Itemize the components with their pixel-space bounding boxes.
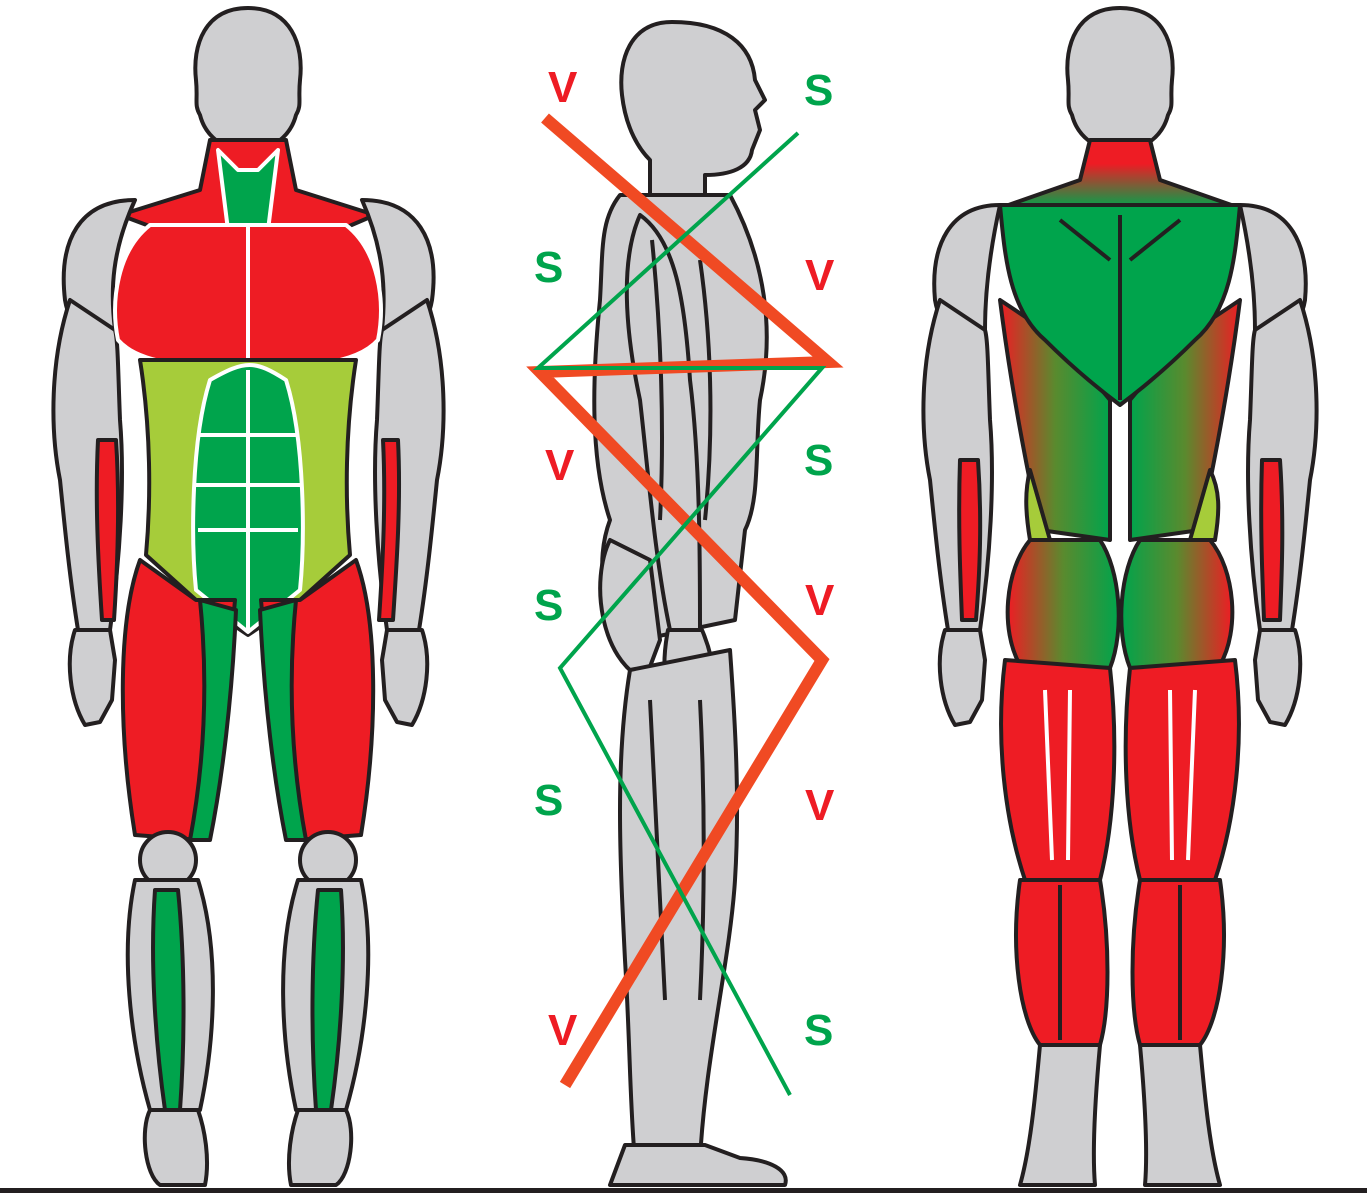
back-right-ankle xyxy=(1140,1045,1220,1185)
side-view-figure xyxy=(594,22,785,1185)
v-label: V xyxy=(805,781,835,830)
back-view-figure xyxy=(923,8,1316,1185)
back-left-forearm-red xyxy=(959,460,980,620)
front-right-hand xyxy=(382,630,427,725)
s-label: S xyxy=(804,66,833,115)
s-label: S xyxy=(804,436,833,485)
v-label: V xyxy=(545,441,575,490)
v-label: V xyxy=(548,1006,578,1055)
s-label: S xyxy=(804,1006,833,1055)
back-right-forearm-red xyxy=(1261,460,1282,620)
back-neck-traps xyxy=(1000,140,1240,208)
back-right-hand xyxy=(1255,630,1300,725)
s-label: S xyxy=(534,776,563,825)
side-head xyxy=(621,22,765,195)
front-right-pectoral xyxy=(248,225,381,366)
front-right-forearm-red xyxy=(379,440,399,620)
v-label: V xyxy=(805,251,835,300)
back-left-arm xyxy=(923,300,992,630)
back-right-glute xyxy=(1121,540,1232,668)
v-label: V xyxy=(805,576,835,625)
front-head xyxy=(195,8,300,152)
front-left-hand xyxy=(70,630,115,725)
back-right-hamstring xyxy=(1126,660,1239,880)
side-foot xyxy=(610,1145,786,1185)
back-left-hand xyxy=(940,630,985,725)
front-left-pectoral xyxy=(115,225,248,366)
s-label: S xyxy=(534,243,563,292)
back-head xyxy=(1067,8,1172,152)
front-view-figure xyxy=(53,8,443,1185)
front-left-foot xyxy=(145,1110,207,1185)
s-label: S xyxy=(534,581,563,630)
back-left-ankle xyxy=(1020,1045,1100,1185)
back-left-hamstring xyxy=(1001,660,1114,880)
front-left-forearm-red xyxy=(97,440,118,620)
back-left-glute xyxy=(1008,540,1119,668)
ground-line xyxy=(0,1188,1367,1193)
front-right-foot xyxy=(289,1110,351,1185)
v-label: V xyxy=(548,63,578,112)
